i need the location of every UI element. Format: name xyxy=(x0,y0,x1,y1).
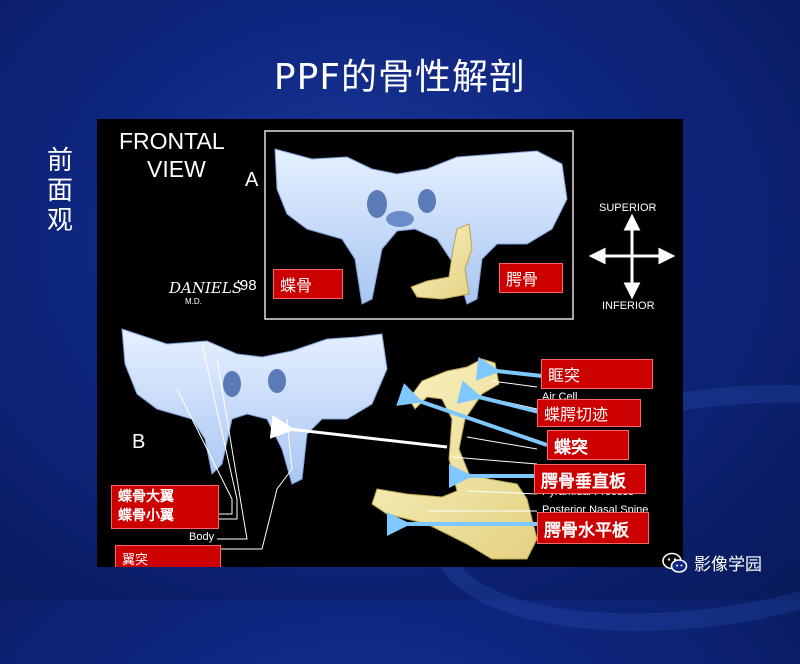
side-label: 前 面 观 xyxy=(44,146,76,236)
figure-year: '98 xyxy=(237,277,257,294)
blue-arrows xyxy=(387,356,548,536)
inferior-label: INFERIOR xyxy=(602,300,655,312)
body-label: Body xyxy=(189,531,215,543)
panel-a-frame xyxy=(264,130,574,320)
sphenoid-bone-a xyxy=(274,148,568,305)
orientation-compass xyxy=(588,213,676,300)
orbital-process-label: 眶突 xyxy=(541,359,653,389)
anatomy-figure: FRONTAL VIEW A B DANIELS M.D. '98 SUPERI… xyxy=(97,119,683,567)
leader-lines xyxy=(176,343,538,550)
perpendicular-plate-label: 腭骨垂直板 xyxy=(534,464,646,494)
horizontal-plate-label: 腭骨水平板 xyxy=(537,512,649,544)
artist-credential: M.D. xyxy=(185,297,202,306)
superior-label: SUPERIOR xyxy=(599,202,657,214)
wings-label: 蝶骨大翼 蝶骨小翼 xyxy=(111,485,219,529)
palatine-label: 腭骨 xyxy=(499,263,563,293)
frontal-view-title: FRONTAL VIEW xyxy=(119,127,225,183)
sphenoidal-process-label: 蝶突 xyxy=(547,430,629,460)
panel-a-label: A xyxy=(245,169,259,191)
side-label-char: 观 xyxy=(46,206,73,236)
panel-b-label: B xyxy=(132,431,146,453)
pterygoid-label: 翼突 xyxy=(115,545,221,567)
frontal-view-line: FRONTAL xyxy=(119,128,225,154)
palatine-bone-a xyxy=(410,223,473,300)
greater-wing-label: 蝶骨大翼 xyxy=(118,489,174,505)
anatomy-illustration xyxy=(121,130,676,560)
sphenoid-bone-b xyxy=(121,328,388,485)
frontal-view-line: VIEW xyxy=(147,156,206,182)
side-label-char: 面 xyxy=(46,176,73,206)
artist-signature: DANIELS xyxy=(169,279,243,297)
pointer-arrow xyxy=(269,415,448,449)
lesser-wing-label: 蝶骨小翼 xyxy=(118,508,174,524)
side-label-char: 前 xyxy=(46,146,73,176)
wechat-icon xyxy=(662,552,688,573)
palatine-bone-b xyxy=(371,358,538,560)
sphenopalatine-notch-label: 蝶腭切迹 xyxy=(537,399,641,427)
slide-title: PPF的骨性解剖 xyxy=(273,57,527,98)
brand-watermark: 影像学园 xyxy=(662,550,762,575)
brand-text: 影像学园 xyxy=(694,555,762,575)
sphenoid-label: 蝶骨 xyxy=(273,269,343,299)
